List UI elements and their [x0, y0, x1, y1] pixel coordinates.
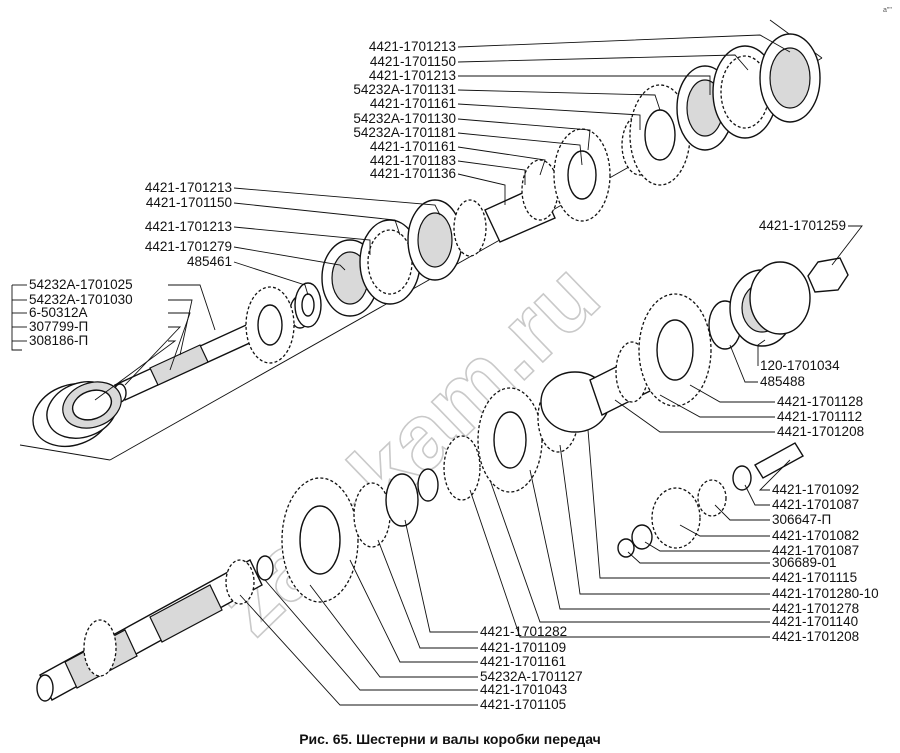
labels-upper-right: 4421-1701213 4421-1701150 4421-1701213 5… [353, 39, 456, 181]
labels-upper-left: 4421-1701213 4421-1701150 4421-1701213 4… [145, 180, 232, 269]
part-label: 4421-1701278 [772, 601, 859, 616]
part-label: 54232A-1701025 [29, 277, 133, 292]
part-label: 4421-1701282 [480, 624, 567, 639]
needle-bearing-1 [521, 159, 559, 221]
part-label: 4421-1701213 [369, 68, 456, 83]
lower-sleeve-1 [417, 468, 439, 502]
corner-mark: a"" [883, 7, 892, 14]
input-bearing-rings [32, 381, 122, 448]
part-label: 485488 [760, 374, 805, 389]
idler-washer-2 [631, 524, 653, 550]
part-label: 4421-1701208 [772, 629, 859, 644]
part-label: 4421-1701105 [480, 697, 566, 712]
part-label: 4421-1701183 [370, 153, 456, 168]
leader-lines [11, 34, 863, 706]
part-label: 4421-1701279 [145, 239, 232, 254]
idler-shaft [754, 442, 804, 479]
part-label: 306647-П [772, 512, 831, 527]
lower-bearing-cup [749, 261, 811, 335]
part-label: 4421-1701161 [370, 139, 456, 154]
output-shaft [36, 555, 274, 702]
part-label: 6-50312A [29, 305, 88, 320]
idler-gear [651, 487, 701, 549]
labels-lower-right-upper: 4421-1701259 120-1701034 485488 4421-170… [759, 218, 864, 439]
part-label: 485461 [187, 254, 232, 269]
part-label: 306689-01 [772, 555, 837, 570]
part-label: 54232A-1701181 [353, 125, 456, 140]
lower-washer-1 [385, 473, 419, 527]
part-label: 4421-1701082 [772, 528, 859, 543]
part-label: 4421-1701150 [146, 195, 232, 210]
part-label: 120-1701034 [760, 358, 840, 373]
part-label: 4421-1701213 [145, 180, 232, 195]
part-label: 4421-1701087 [772, 497, 859, 512]
labels-bottom: 4421-1701282 4421-1701109 4421-1701161 5… [480, 624, 583, 712]
part-label: 4421-1701150 [370, 54, 456, 69]
part-label: 4421-1701280-10 [772, 586, 879, 601]
lower-needle-bearing-2 [443, 435, 481, 501]
lower-shaft-assembly [36, 257, 849, 702]
part-label: 4421-1701043 [480, 682, 567, 697]
lower-nut [807, 257, 849, 293]
part-label: 54232A-1701030 [29, 292, 133, 307]
part-label: 307799-П [29, 319, 88, 334]
part-label: 54232A-1701130 [353, 111, 456, 126]
part-label: 4421-1701213 [369, 39, 456, 54]
idler-washer-1 [617, 538, 635, 558]
part-label: 54232A-1701131 [353, 82, 456, 97]
part-label: 4421-1701259 [759, 218, 846, 233]
part-label: 4421-1701161 [370, 96, 456, 111]
part-label: 4421-1701128 [777, 394, 863, 409]
part-label: 308186-П [29, 333, 88, 348]
upper-shaft-assembly [32, 33, 821, 448]
part-label: 4421-1701161 [480, 654, 566, 669]
upper-gear-small [453, 199, 487, 257]
idler-washer-3 [732, 465, 752, 491]
labels-bracket: 54232A-1701025 54232A-1701030 6-50312A 3… [29, 277, 133, 348]
figure-caption: Рис. 65. Шестерни и валы коробки передач [299, 731, 601, 747]
part-label: 4421-1701115 [772, 570, 857, 585]
part-label: 4421-1701208 [777, 424, 864, 439]
part-label: 4421-1701112 [777, 409, 862, 424]
part-label: 4421-1701213 [145, 219, 232, 234]
idler-bearing [697, 479, 727, 517]
part-label: 4421-1701109 [480, 640, 566, 655]
part-label: 4421-1701087 [772, 543, 859, 558]
part-label: 4421-1701136 [370, 166, 456, 181]
labels-lower-right-small: 4421-1701092 4421-1701087 306647-П 4421-… [772, 482, 879, 644]
lower-needle-bearing-1 [353, 482, 391, 548]
part-label: 4421-1701140 [772, 614, 858, 629]
part-label: 54232A-1701127 [480, 669, 583, 684]
part-label: 4421-1701092 [772, 482, 859, 497]
